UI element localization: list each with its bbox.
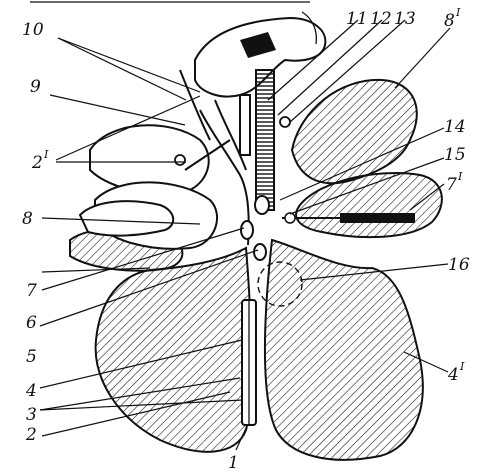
label-7: 7 xyxy=(26,281,37,301)
bronchus-stump xyxy=(241,299,257,426)
label-2: 2 xyxy=(25,425,37,445)
label-3: 3 xyxy=(26,405,37,425)
label-4: 4 xyxy=(25,381,37,401)
left-lobe-retracted xyxy=(69,124,219,272)
label-4-prime-mark: I xyxy=(459,360,465,373)
dashed-circle-16 xyxy=(257,261,303,307)
leader-lines xyxy=(39,19,451,451)
forceps-icon xyxy=(282,212,415,224)
label-9: 9 xyxy=(30,77,41,97)
label-14: 14 xyxy=(444,117,466,137)
label-8-prime-mark: I xyxy=(455,6,461,19)
label-8-prime: 8 xyxy=(444,11,455,31)
hand-icon xyxy=(194,11,327,98)
trachea xyxy=(255,69,275,211)
right-upper-lobe xyxy=(290,78,418,185)
label-6: 6 xyxy=(26,313,37,333)
hilar-vessels xyxy=(174,69,291,261)
right-middle-lobe xyxy=(295,172,443,239)
left-hand-icon xyxy=(78,200,175,237)
label-12: 12 xyxy=(370,9,392,29)
label-11: 11 xyxy=(346,9,368,29)
label-2-prime: 2 xyxy=(31,153,43,173)
label-13: 13 xyxy=(394,9,416,29)
label-15: 15 xyxy=(444,145,466,165)
figure-labels: 10 9 2 I 8 7 6 5 4 3 2 1 11 12 13 8 I 14… xyxy=(22,6,470,473)
left-lower-lobe xyxy=(94,246,253,453)
label-7-prime-mark: I xyxy=(457,170,463,183)
label-4-prime: 4 xyxy=(447,365,459,385)
label-16: 16 xyxy=(448,255,470,275)
label-7-prime: 7 xyxy=(446,175,457,195)
label-5: 5 xyxy=(26,347,37,367)
label-10: 10 xyxy=(22,20,44,40)
right-lower-lobe xyxy=(263,238,424,461)
label-2-prime-mark: I xyxy=(43,148,49,161)
label-8: 8 xyxy=(22,209,33,229)
label-1: 1 xyxy=(228,453,239,473)
